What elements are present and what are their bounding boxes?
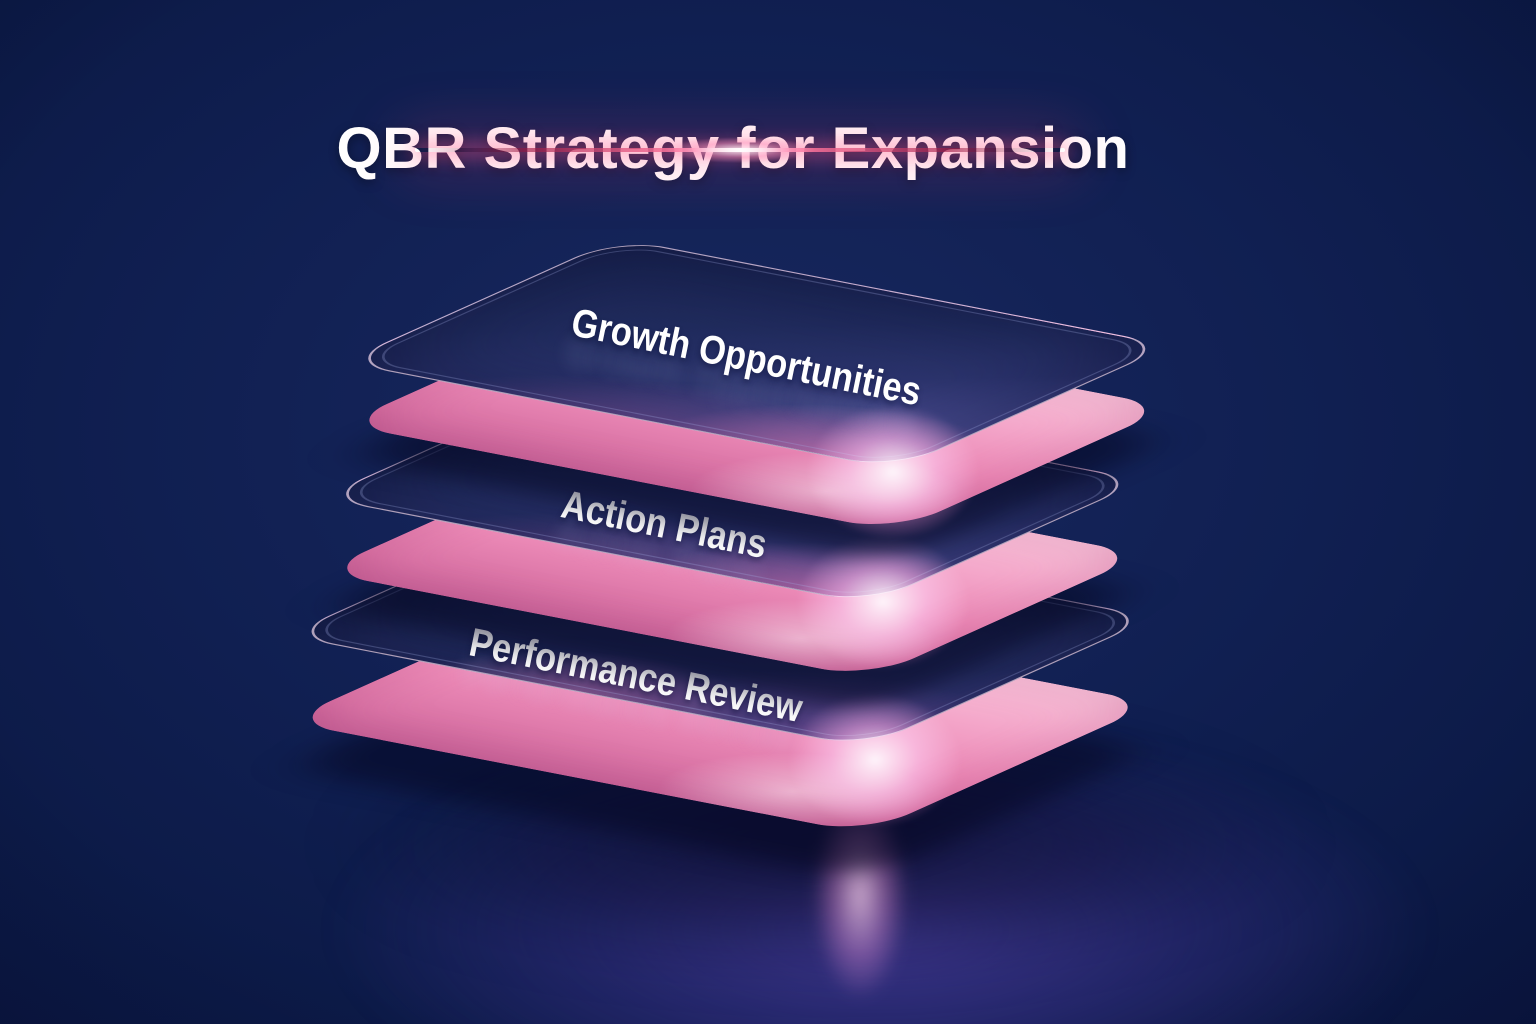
title-flare-line (415, 137, 1065, 163)
flare-hotspot (665, 137, 815, 163)
